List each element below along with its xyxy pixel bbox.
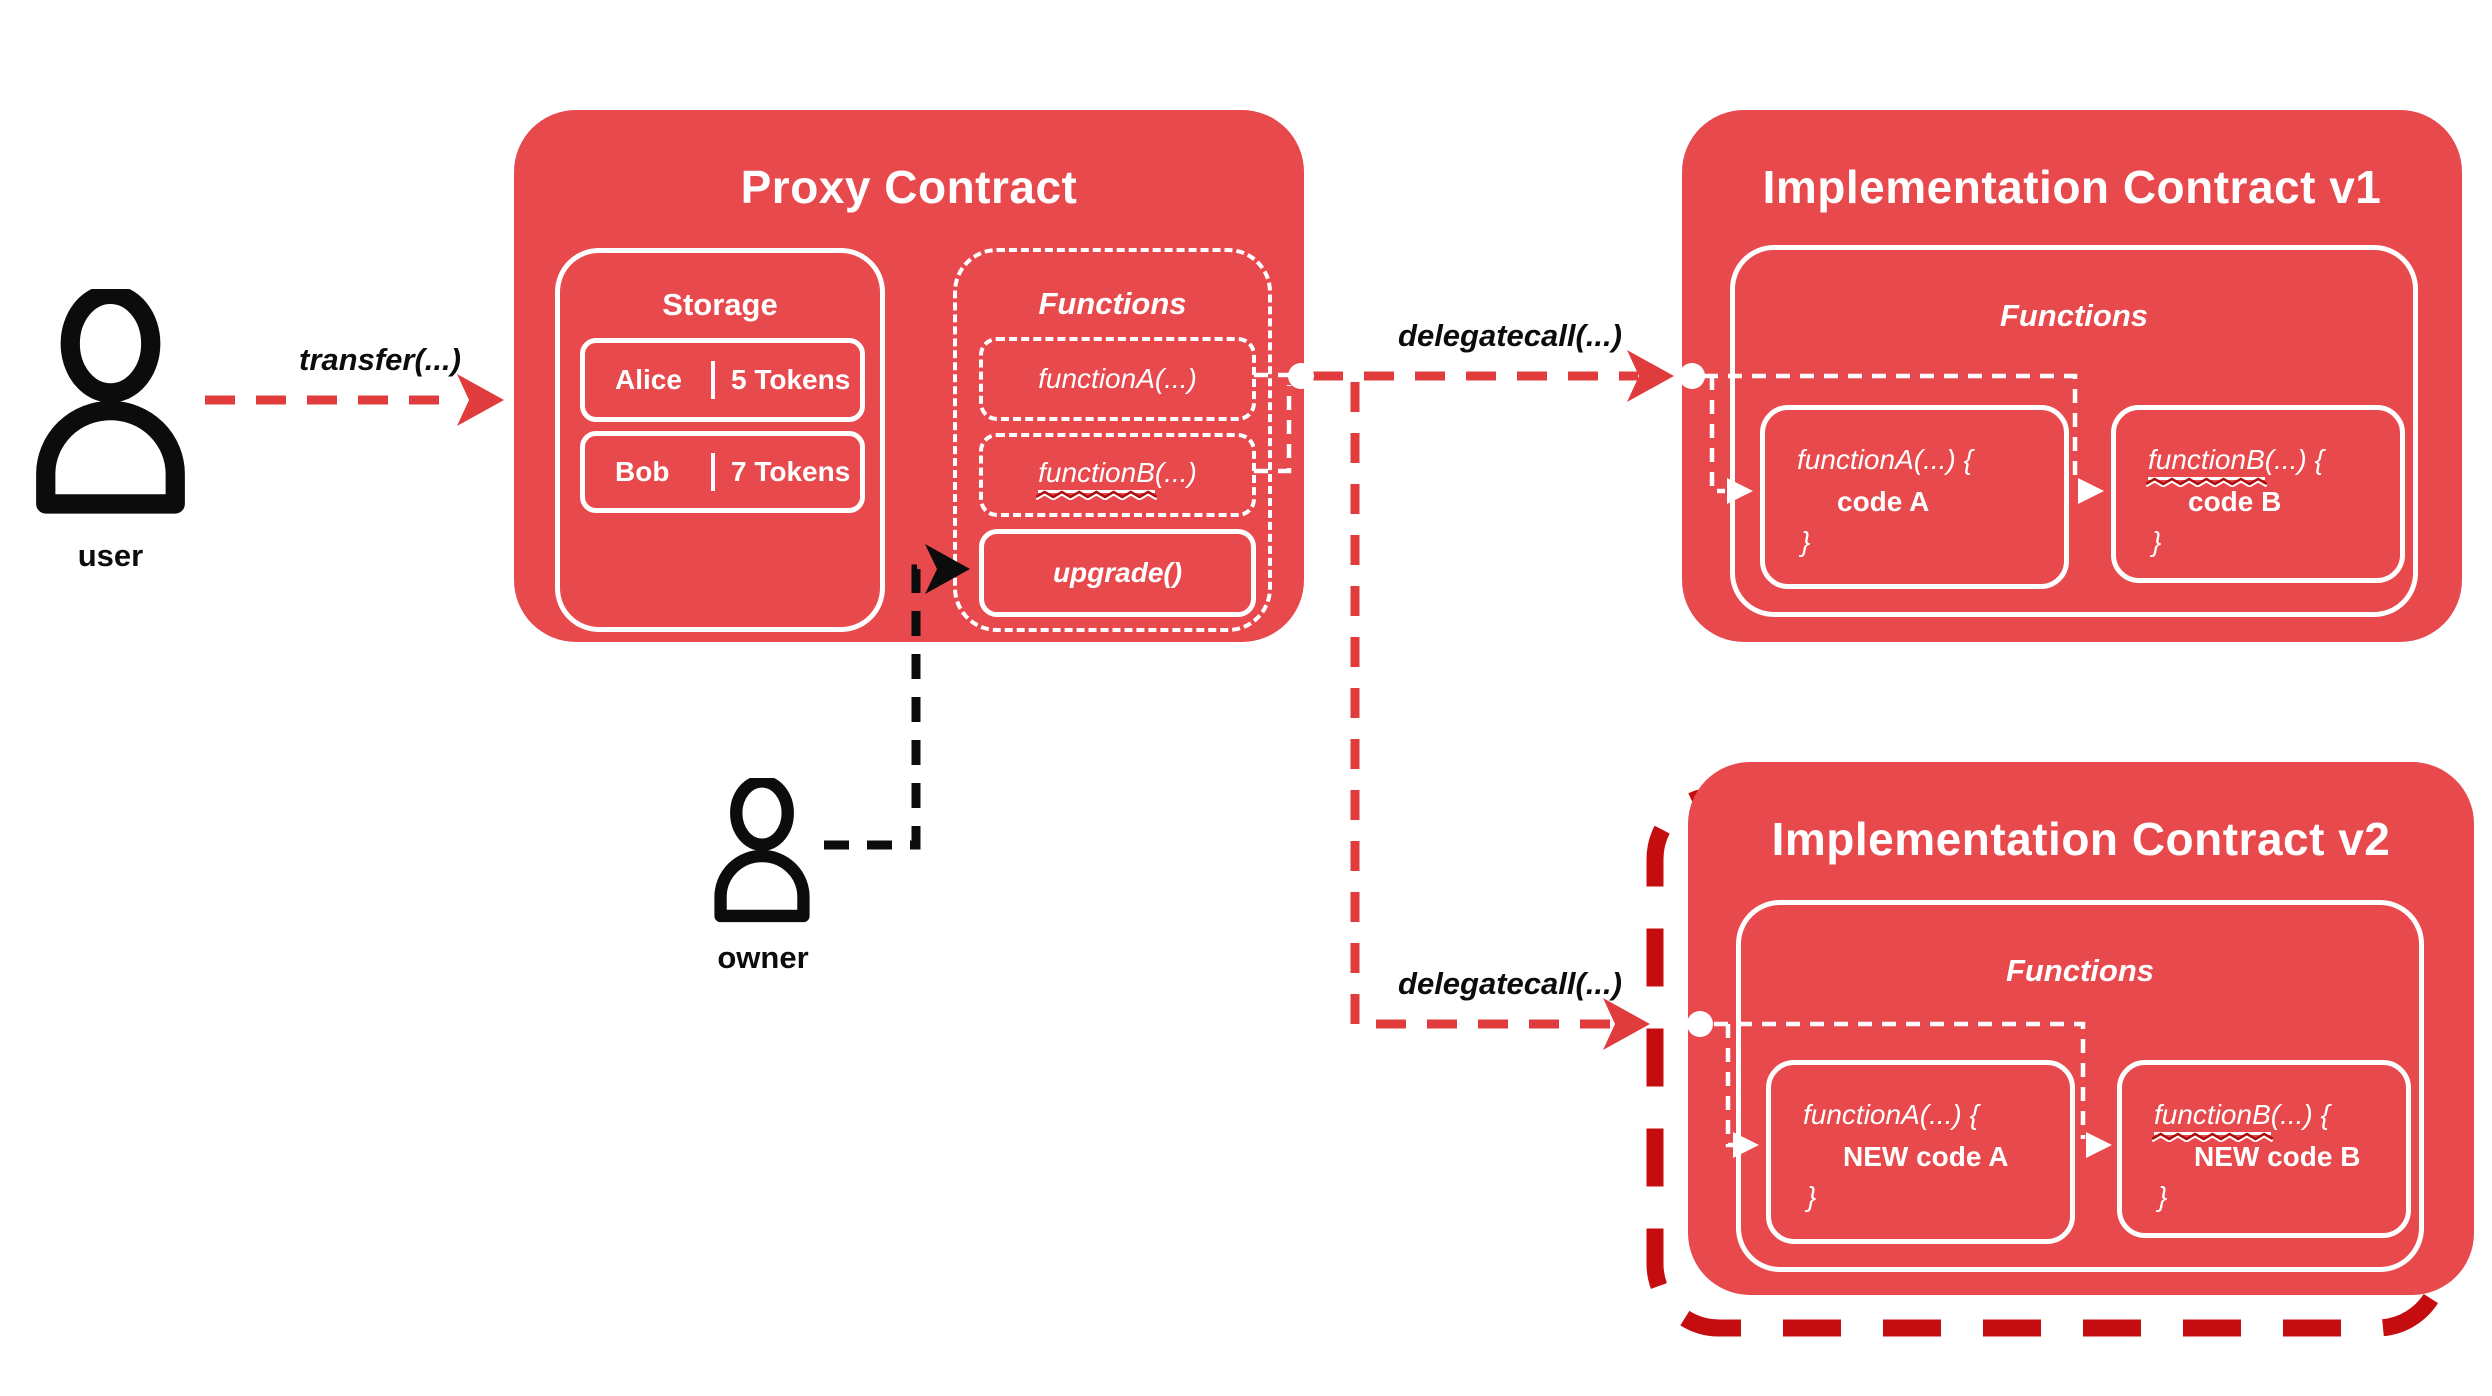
squiggle-underline — [1036, 490, 1157, 500]
function-body: NEW code B — [2194, 1141, 2361, 1172]
function-signature: functionA(...) { — [1797, 444, 1973, 475]
squiggle-underline — [2152, 1132, 2273, 1142]
storage-title: Storage — [662, 287, 778, 322]
account-name: Bob — [615, 456, 670, 487]
v2-functions-title: Functions — [2005, 953, 2155, 988]
proxy-functions-panel: Functions functionA(...) functionB(...) … — [953, 248, 1272, 632]
user-person-icon — [23, 289, 198, 518]
transfer-arrowhead — [457, 374, 504, 426]
implementation-v2-title: Implementation Contract v2 — [1771, 813, 2391, 865]
function-signature: functionB(...) { — [2152, 1099, 2330, 1142]
owner-label: owner — [717, 940, 809, 975]
storage-panel: Storage Alice 5 Tokens Bob 7 Tokens — [555, 248, 885, 632]
storage-row-alice: Alice 5 Tokens — [580, 338, 865, 422]
function-body: code A — [1837, 486, 1930, 517]
account-balance: 5 Tokens — [731, 364, 851, 395]
function-close-brace: } — [1807, 1181, 1817, 1212]
proxy-contract-title: Proxy Contract — [740, 161, 1078, 213]
function-signature: functionB(...) { — [2146, 444, 2324, 487]
divider-bar — [711, 453, 715, 491]
v2-function-a-codebox: functionA(...) { NEW code A } — [1766, 1060, 2075, 1244]
v2-functions-panel: Functions functionA(...) { NEW code A } … — [1736, 900, 2424, 1272]
function-close-brace: } — [2152, 526, 2162, 557]
owner-person-icon — [706, 778, 818, 925]
implementation-v1-title: Implementation Contract v1 — [1762, 161, 2382, 213]
v1-functions-title: Functions — [1999, 298, 2149, 333]
v1-function-b-codebox: functionB(...) { code B } — [2111, 405, 2405, 583]
delegatecall-v1-arrow-label: delegatecall(...) — [1398, 318, 1622, 353]
function-close-brace: } — [1801, 526, 1811, 557]
delegatecall-v1-arrowhead — [1627, 350, 1674, 402]
proxy-contract-box: Proxy Contract Storage Alice 5 Tokens Bo… — [514, 110, 1304, 642]
person-icon — [36, 289, 185, 514]
proxy-function-b: functionB(...) — [979, 433, 1256, 517]
proxy-functions-title: Functions — [1038, 286, 1187, 321]
function-close-brace: } — [2158, 1181, 2168, 1212]
implementation-contract-v2-box: Implementation Contract v2 Functions fun… — [1688, 762, 2474, 1295]
account-balance: 7 Tokens — [731, 456, 851, 487]
proxy-upgrade-function: upgrade() — [979, 529, 1256, 617]
function-b-text: functionB(...) — [1036, 457, 1197, 500]
divider-bar — [711, 361, 715, 399]
v2-function-b-codebox: functionB(...) { NEW code B } — [2117, 1060, 2411, 1238]
user-label: user — [77, 538, 144, 573]
function-body: NEW code A — [1843, 1141, 2009, 1172]
v1-function-a-codebox: functionA(...) { code A } — [1760, 405, 2069, 589]
upgrade-text: upgrade() — [1052, 557, 1183, 588]
delegatecall-v2-arrow-label: delegatecall(...) — [1398, 966, 1622, 1001]
transfer-arrow-label: transfer(...) — [299, 342, 461, 377]
implementation-contract-v1-box: Implementation Contract v1 Functions fun… — [1682, 110, 2462, 642]
delegatecall-v2-arrow-line — [1350, 382, 1614, 1029]
account-name: Alice — [615, 364, 682, 395]
v1-functions-panel: Functions functionA(...) { code A } func… — [1730, 245, 2418, 617]
function-body: code B — [2188, 486, 2282, 517]
delegatecall-v2-arrowhead — [1603, 998, 1650, 1050]
squiggle-underline — [2146, 477, 2267, 487]
person-icon — [714, 778, 810, 923]
storage-row-bob: Bob 7 Tokens — [580, 431, 865, 513]
function-signature: functionA(...) { — [1803, 1099, 1979, 1130]
function-a-text: functionA(...) — [1038, 363, 1197, 394]
proxy-function-a: functionA(...) — [979, 337, 1256, 421]
